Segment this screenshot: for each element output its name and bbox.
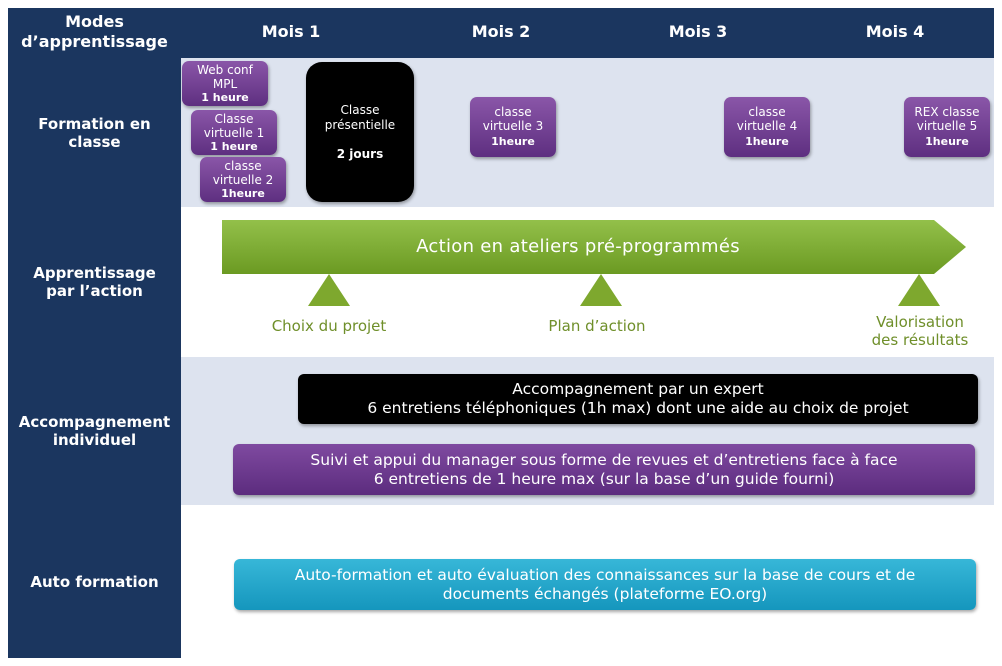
session-virtuelle-4-duration: 1heure: [745, 135, 789, 148]
row-label-accompagnement-text: Accompagnement individuel: [18, 413, 171, 449]
session-virtuelle-1-duration: 1 heure: [210, 139, 258, 153]
band-formation: [181, 58, 994, 207]
session-virtuelle-5-line2: virtuelle 5: [916, 119, 978, 133]
autoformation-bar: Auto-formation et auto évaluation des co…: [234, 559, 976, 610]
action-arrow-label: Action en ateliers pré-programmés: [416, 236, 740, 257]
session-virtuelle-4: classe virtuelle 4 1heure: [724, 97, 810, 157]
header-bar: [8, 8, 994, 58]
session-virtuelle-4-line2: virtuelle 4: [736, 119, 798, 133]
milestone-label-1-line1: Choix du projet: [271, 317, 387, 335]
autoformation-line1: Auto-formation et auto évaluation des co…: [294, 565, 916, 584]
session-virtuelle-5-line1: REX classe: [914, 105, 980, 119]
row-label-action-text: Apprentissage par l’action: [33, 264, 156, 300]
row-label-auto: Auto formation: [8, 505, 181, 658]
session-virtuelle-2: classe virtuelle 2 1heure: [200, 157, 286, 202]
month-header-1: Mois 1: [261, 22, 321, 41]
manager-line2: 6 entretiens de 1 heure max (sur la base…: [373, 469, 835, 488]
milestone-triangle-1: [308, 274, 350, 306]
left-column: [8, 8, 181, 658]
session-presentielle: Classe présentielle 2 jours: [306, 62, 414, 202]
session-virtuelle-5-duration: 1heure: [925, 135, 969, 148]
row-label-formation: Formation en classe: [8, 58, 181, 207]
expert-line1: Accompagnement par un expert: [512, 380, 764, 398]
expert-line2: 6 entretiens téléphoniques (1h max) dont…: [367, 399, 909, 417]
month-header-2: Mois 2: [471, 22, 531, 41]
session-virtuelle-3: classe virtuelle 3 1heure: [470, 97, 556, 157]
session-virtuelle-1-line2: virtuelle 1: [203, 125, 265, 140]
milestone-label-3: Valorisation des résultats: [850, 313, 990, 349]
milestone-label-3-line1: Valorisation: [876, 313, 964, 331]
session-webconf: Web conf MPL 1 heure: [182, 61, 268, 106]
milestone-triangle-3: [898, 274, 940, 306]
corner-label: Modes d’apprentissage: [21, 12, 168, 51]
presentielle-duration: 2 jours: [336, 146, 384, 161]
session-virtuelle-1: Classe virtuelle 1 1 heure: [191, 110, 277, 155]
expert-bar: Accompagnement par un expert 6 entretien…: [298, 374, 978, 424]
autoformation-line2: documents échangés (plateforme EO.org): [442, 584, 768, 603]
row-label-auto-text: Auto formation: [30, 572, 159, 591]
action-arrow: [222, 220, 966, 274]
milestone-label-3-line2: des résultats: [871, 331, 969, 349]
session-webconf-line2: MPL: [212, 76, 238, 91]
row-label-accompagnement: Accompagnement individuel: [8, 357, 181, 505]
session-virtuelle-2-line1: classe: [224, 158, 262, 173]
session-virtuelle-4-line1: classe: [748, 105, 786, 119]
month-header-4: Mois 4: [865, 22, 925, 41]
session-virtuelle-3-line1: classe: [494, 105, 532, 119]
month-header-3: Mois 3: [668, 22, 728, 41]
row-label-formation-text: Formation en classe: [38, 114, 151, 151]
milestone-label-1: Choix du projet: [249, 317, 409, 335]
session-webconf-duration: 1 heure: [201, 90, 249, 104]
manager-bar: Suivi et appui du manager sous forme de …: [233, 444, 975, 495]
session-virtuelle-2-line2: virtuelle 2: [212, 172, 274, 187]
session-webconf-line1: Web conf: [197, 62, 253, 77]
presentielle-line1: Classe: [340, 102, 380, 117]
milestone-label-2: Plan d’action: [517, 317, 677, 335]
milestone-triangle-2: [580, 274, 622, 306]
manager-line1: Suivi et appui du manager sous forme de …: [310, 450, 898, 469]
session-virtuelle-3-line2: virtuelle 3: [482, 119, 544, 133]
presentielle-line2: présentielle: [324, 117, 396, 132]
session-virtuelle-3-duration: 1heure: [491, 135, 535, 148]
session-virtuelle-1-line1: Classe: [214, 111, 254, 126]
milestone-label-2-line1: Plan d’action: [548, 317, 646, 335]
row-label-action: Apprentissage par l’action: [8, 207, 181, 357]
session-virtuelle-2-duration: 1heure: [221, 186, 265, 200]
session-virtuelle-5: REX classe virtuelle 5 1heure: [904, 97, 990, 157]
